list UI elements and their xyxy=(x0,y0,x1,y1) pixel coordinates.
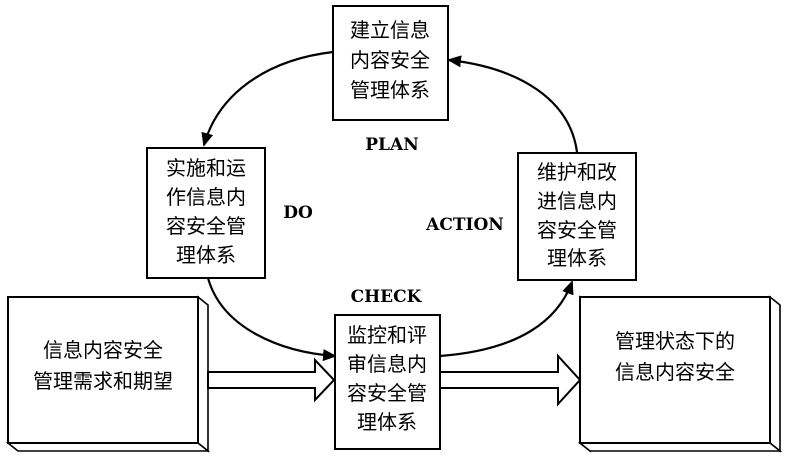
input-box-side xyxy=(197,295,209,453)
input-box-line-1: 信息内容安全 xyxy=(43,338,163,362)
check-box-line-1: 监控和评 xyxy=(347,323,427,347)
action-box-line-4: 理体系 xyxy=(547,246,607,270)
action-box: 维护和改 进信息内 容安全管 理体系 xyxy=(517,152,637,281)
check-to-action-arrow xyxy=(439,280,574,358)
plan-box-line-3: 管理体系 xyxy=(350,78,430,102)
plan-label: PLAN xyxy=(365,135,418,155)
input-box-line-2: 管理需求和期望 xyxy=(33,369,173,393)
check-label: CHECK xyxy=(351,287,423,307)
plan-box-line-1: 建立信息 xyxy=(350,18,430,42)
action-to-plan-arrow xyxy=(447,55,579,153)
action-box-line-1: 维护和改 xyxy=(537,160,617,184)
do-box-line-1: 实施和运 xyxy=(166,156,246,180)
output-box-front xyxy=(579,296,771,444)
do-box-line-3: 容安全管 xyxy=(166,214,246,238)
do-box: 实施和运 作信息内 容安全管 理体系 xyxy=(146,147,266,279)
action-box-line-2: 进信息内 xyxy=(537,189,617,213)
output-box-bottom xyxy=(577,442,783,452)
check-box-line-4: 理体系 xyxy=(357,410,417,434)
do-box-line-2: 作信息内 xyxy=(166,185,246,209)
input-box: 信息内容安全 管理需求和期望 xyxy=(5,295,211,453)
action-box-line-3: 容安全管 xyxy=(537,218,617,242)
do-label: DO xyxy=(283,203,313,223)
output-box-line-1: 管理状态下的 xyxy=(615,329,735,353)
check-box-line-2: 审信息内 xyxy=(347,352,427,376)
check-box-frame xyxy=(334,314,441,450)
check-to-output-arrow xyxy=(439,353,582,407)
output-box: 管理状态下的 信息内容安全 xyxy=(577,295,783,453)
input-box-bottom xyxy=(5,442,211,452)
do-to-check-arrow xyxy=(206,277,337,362)
action-label: ACTION xyxy=(425,215,504,235)
plan-box-line-2: 内容安全 xyxy=(350,48,430,72)
output-box-side xyxy=(769,295,781,453)
input-to-check-arrow xyxy=(207,357,336,403)
input-box-front xyxy=(7,296,199,444)
plan-box-frame xyxy=(332,5,449,121)
plan-box: 建立信息 内容安全 管理体系 xyxy=(332,5,449,121)
do-box-line-4: 理体系 xyxy=(176,243,236,267)
action-box-frame xyxy=(517,152,637,281)
check-box-line-3: 容安全管 xyxy=(347,381,427,405)
plan-to-do-arrow xyxy=(201,50,334,147)
check-box: 监控和评 审信息内 容安全管 理体系 xyxy=(334,314,441,450)
output-box-line-2: 信息内容安全 xyxy=(615,360,735,384)
do-box-frame xyxy=(146,147,266,279)
